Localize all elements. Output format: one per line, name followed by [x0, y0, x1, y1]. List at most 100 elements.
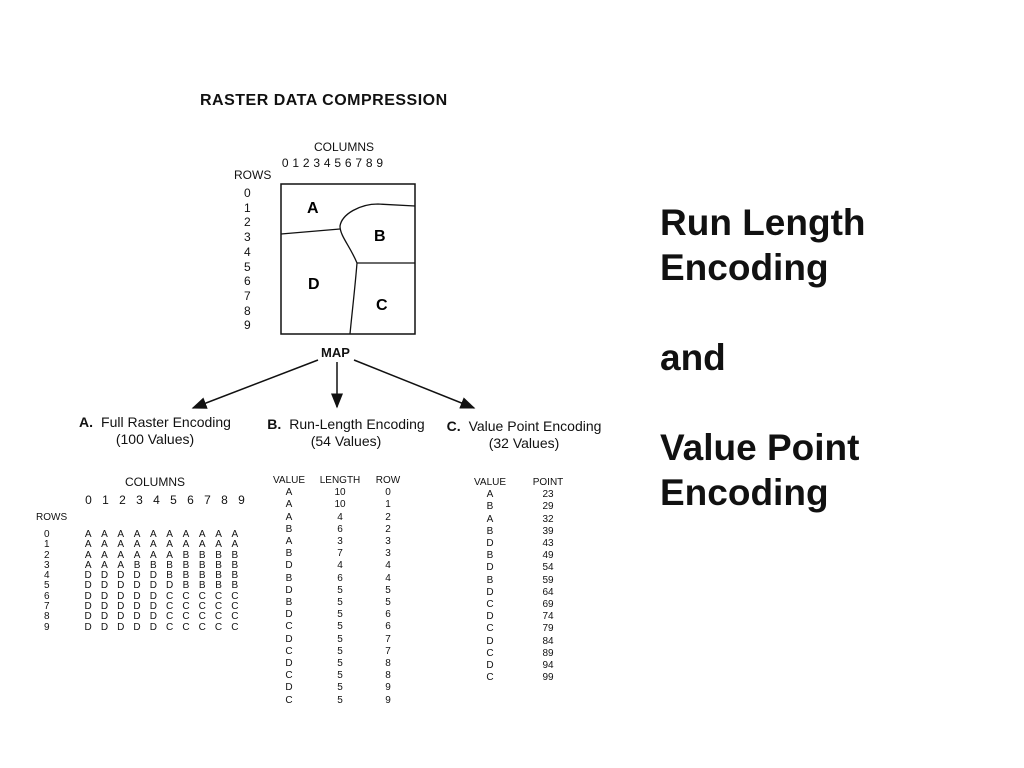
- table-cell: C: [285, 694, 293, 706]
- grid-row-number: 0: [44, 529, 50, 540]
- table-cell: 5: [337, 694, 343, 706]
- table-cell: 5: [337, 597, 343, 609]
- grid-cell: A: [84, 539, 92, 551]
- grid-cell: A: [150, 549, 157, 561]
- grid-column-number: 2: [119, 493, 126, 507]
- table-cell: 23: [542, 489, 554, 501]
- table-cell: 5: [337, 609, 343, 621]
- grid-cell: A: [215, 539, 222, 551]
- grid-cell: A: [117, 559, 125, 571]
- table-cell: 0: [385, 487, 391, 499]
- grid-cell: B: [231, 549, 239, 561]
- slide-heading-line: Run Length: [660, 202, 866, 243]
- grid-column-number: 1: [102, 493, 109, 507]
- table-cell: D: [285, 658, 293, 670]
- grid-cell: D: [100, 590, 109, 602]
- grid-cell: C: [214, 611, 223, 623]
- table-cell: C: [285, 670, 293, 682]
- boundary-a-d: [280, 228, 341, 235]
- grid-row-number: 7: [44, 601, 50, 613]
- slide-heading-line: [660, 380, 990, 425]
- map-columns-label: COLUMNS: [314, 140, 375, 154]
- grid-row-number: 4: [44, 570, 50, 582]
- grid-cell: A: [150, 539, 157, 551]
- table-cell: 49: [542, 550, 554, 562]
- table-cell: 5: [337, 670, 343, 682]
- grid-cell: A: [198, 539, 206, 551]
- grid-rows-label: ROWS: [36, 512, 68, 523]
- map-row-number: 2: [244, 215, 251, 230]
- slide-heading-line: Encoding: [660, 472, 829, 513]
- map-row-number: 7: [244, 288, 251, 303]
- value-point-letter: C.: [446, 418, 461, 434]
- table-cell: 79: [542, 623, 554, 635]
- map-column-number: 4: [323, 156, 331, 170]
- table-cell: 4: [337, 560, 343, 572]
- grid-cell: D: [100, 611, 109, 623]
- map-column-number: 6: [344, 156, 352, 170]
- table-cell: D: [486, 611, 494, 623]
- grid-cell: C: [214, 590, 223, 602]
- table-cell: D: [486, 586, 494, 598]
- map-column-number: 0: [281, 156, 289, 170]
- grid-cell: D: [117, 570, 125, 582]
- table-cell: 4: [385, 560, 391, 572]
- table-cell: B: [285, 523, 293, 535]
- table-cell: C: [285, 621, 293, 633]
- grid-cell: A: [117, 549, 125, 561]
- table-cell: 5: [337, 621, 343, 633]
- table-cell: D: [486, 660, 494, 672]
- table-cell: A: [486, 513, 494, 525]
- grid-cell: A: [182, 529, 190, 540]
- grid-row-number: 2: [44, 549, 50, 561]
- table-cell: 6: [385, 621, 391, 633]
- table-cell: C: [486, 623, 494, 635]
- grid-cell: C: [166, 611, 174, 623]
- grid-cell: D: [84, 580, 92, 592]
- grid-cell: D: [149, 590, 157, 602]
- grid-cell: D: [100, 580, 109, 592]
- grid-cell: D: [133, 621, 141, 633]
- grid-cell: A: [101, 539, 108, 551]
- table-cell: 99: [542, 672, 554, 684]
- grid-cell: C: [166, 601, 174, 613]
- table-cell: 3: [337, 536, 343, 548]
- table-cell: 39: [542, 525, 554, 537]
- grid-cell: B: [231, 559, 239, 571]
- table-cell: 2: [385, 523, 391, 535]
- grid-cell: C: [214, 601, 223, 613]
- grid-cell: B: [182, 570, 190, 582]
- grid-cell: D: [100, 601, 109, 613]
- map-caption: MAP: [321, 345, 350, 360]
- value-point-heading: C.Value Point Encoding (32 Values): [436, 418, 612, 452]
- table-cell: A: [285, 536, 293, 548]
- table-cell: 69: [542, 599, 554, 611]
- grid-cell: A: [133, 529, 141, 540]
- grid-cell: A: [84, 559, 92, 571]
- grid-column-number: 9: [238, 493, 245, 507]
- grid-cell: A: [231, 529, 239, 540]
- grid-column-number: 5: [170, 493, 177, 507]
- grid-cell: C: [182, 590, 190, 602]
- region-label-d: D: [308, 276, 320, 293]
- table-cell: C: [486, 647, 494, 659]
- arrow-to-full-raster: [191, 359, 319, 409]
